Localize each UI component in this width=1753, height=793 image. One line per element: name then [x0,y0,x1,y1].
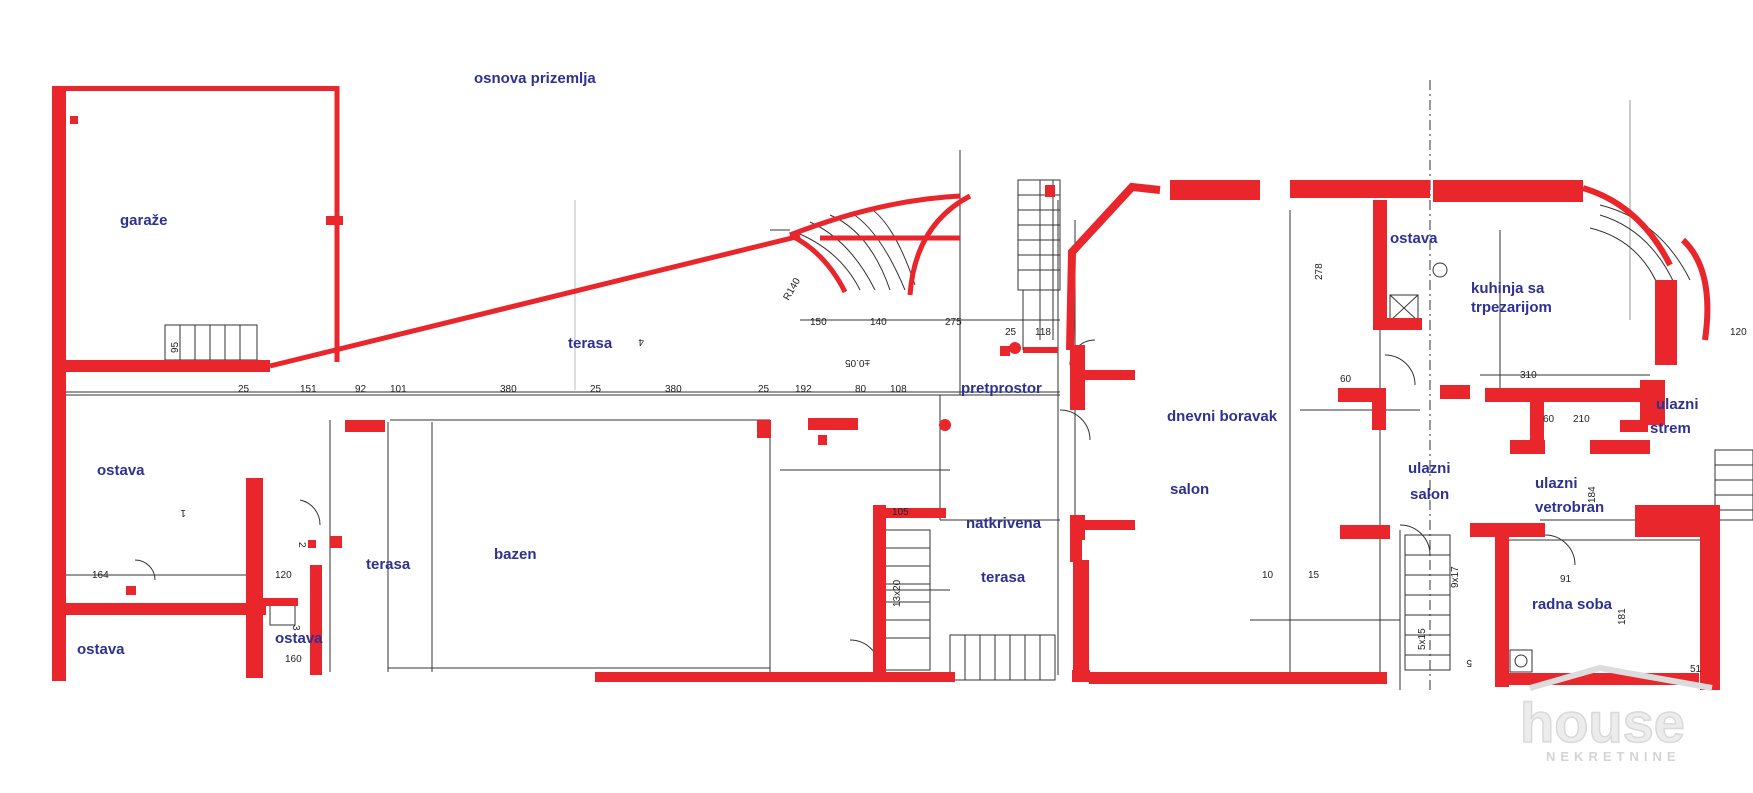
room-label-ostava: ostava [97,462,145,479]
svg-text:184: 184 [1587,486,1598,503]
svg-text:5: 5 [1466,657,1472,668]
room-label-terasa: terasa [568,335,613,352]
room-label-ulazni: ulazni [1408,460,1451,477]
svg-text:60: 60 [1340,374,1352,385]
svg-text:4: 4 [638,336,644,347]
room-label-ulazni: ulazni [1656,396,1699,413]
plan-linework [54,80,1720,690]
svg-text:380: 380 [665,384,682,395]
svg-text:181: 181 [1617,608,1628,625]
svg-text:5x15: 5x15 [1417,628,1428,650]
svg-text:9x17: 9x17 [1450,566,1461,588]
room-label-bazen: bazen [494,546,537,563]
room-label-trpezarija: trpezarijom [1471,299,1552,316]
svg-text:91: 91 [1560,574,1572,585]
svg-text:3: 3 [290,625,301,631]
svg-text:95: 95 [170,341,181,353]
plan-title: osnova prizemlja [474,70,596,87]
svg-text:13x20: 13x20 [892,579,903,607]
svg-text:house: house [1520,691,1685,754]
room-label-salon: salon [1410,486,1449,503]
svg-text:R140: R140 [782,276,804,303]
room-label-ulazni: ulazni [1535,475,1578,492]
svg-text:160: 160 [285,654,302,665]
room-label-ostava: ostava [1390,230,1438,247]
svg-text:25: 25 [590,384,602,395]
watermark: house NEKRETNINE [1519,664,1713,764]
svg-text:60: 60 [1543,414,1555,425]
room-label-terasa: terasa [366,556,411,573]
walls [52,86,1720,690]
room-label-strem: strem [1650,420,1691,437]
svg-text:275: 275 [945,317,962,328]
room-label-natkrivena: natkrivena [966,515,1042,532]
svg-text:2: 2 [296,542,307,548]
svg-text:210: 210 [1573,414,1590,425]
svg-text:25: 25 [758,384,770,395]
svg-text:25: 25 [1005,327,1017,338]
fixtures [269,262,1533,673]
svg-text:120: 120 [1730,327,1747,338]
room-label-radna-soba: radna soba [1532,596,1613,613]
svg-text:192: 192 [795,384,812,395]
room-label-pretprostor: pretprostor [961,380,1042,397]
section-markers: 4 1 2 3 5 [180,336,1472,668]
svg-text:151: 151 [300,384,317,395]
room-label-dnevni-boravak: dnevni boravak [1167,408,1278,425]
room-label-ostava: ostava [77,641,125,658]
svg-text:92: 92 [355,384,367,395]
svg-text:1: 1 [180,507,186,518]
svg-text:118: 118 [1035,327,1051,338]
svg-text:105: 105 [892,507,909,518]
room-label-terasa: terasa [981,569,1026,586]
room-label-garaze: garaže [120,212,168,229]
watermark-roof-icon [1529,664,1713,691]
room-label-ostava: ostava [275,630,323,647]
room-label-kuhinja: kuhinja sa [1471,280,1545,297]
svg-text:278: 278 [1314,263,1325,280]
svg-text:80: 80 [855,384,867,395]
room-labels: garaže ostava ostava ostava terasa teras… [77,212,1699,658]
svg-text:380: 380 [500,384,517,395]
svg-text:150: 150 [810,317,827,328]
room-label-vetrobran: vetrobran [1535,499,1604,516]
svg-text:108: 108 [890,384,907,395]
svg-text:15: 15 [1308,570,1320,581]
room-label-salon: salon [1170,481,1209,498]
svg-text:101: 101 [390,384,407,395]
stairs [164,179,1753,681]
svg-text:±0.05: ±0.05 [845,357,870,368]
svg-text:164: 164 [92,570,109,581]
svg-text:51: 51 [1690,664,1702,675]
svg-text:10: 10 [1262,570,1274,581]
svg-text:140: 140 [870,317,887,328]
svg-text:25: 25 [238,384,250,395]
wall-outlines [269,86,1058,369]
svg-text:310: 310 [1520,370,1537,381]
svg-text:120: 120 [275,570,292,581]
svg-text:NEKRETNINE: NEKRETNINE [1546,749,1681,764]
